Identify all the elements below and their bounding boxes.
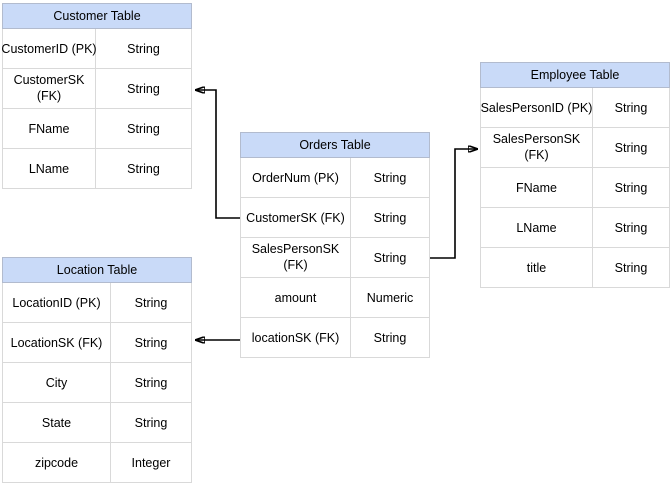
- field-name-cell: amount: [241, 278, 351, 318]
- field-name-cell: City: [3, 363, 111, 403]
- field-type-cell: String: [351, 158, 430, 198]
- field-type-cell: String: [351, 198, 430, 238]
- field-name-cell: LocationID (PK): [3, 283, 111, 323]
- field-type-cell: String: [96, 29, 192, 69]
- customer-table: Customer Table CustomerID (PK) String Cu…: [1, 3, 192, 189]
- field-name-cell: SalesPersonSK (FK): [241, 238, 351, 278]
- field-name-cell: LName: [481, 208, 593, 248]
- field-type-cell: String: [593, 208, 670, 248]
- orders-table: Orders Table OrderNum (PK) String Custom…: [240, 132, 430, 358]
- customer-table-title: Customer Table: [2, 3, 192, 29]
- field-type-cell: String: [351, 238, 430, 278]
- field-type-cell: String: [593, 128, 670, 168]
- connector-orders-to-employee: [430, 149, 478, 259]
- field-type-cell: String: [96, 109, 192, 149]
- field-type-cell: String: [351, 318, 430, 358]
- field-type-cell: String: [96, 69, 192, 109]
- location-table-title: Location Table: [2, 257, 192, 283]
- location-table: Location Table LocationID (PK) String Lo…: [2, 257, 192, 483]
- field-type-cell: Integer: [111, 443, 192, 483]
- employee-table: Employee Table SalesPersonID (PK) String…: [480, 62, 670, 288]
- field-name-cell: CustomerSK (FK): [241, 198, 351, 238]
- field-type-cell: String: [593, 168, 670, 208]
- field-name-cell: LocationSK (FK): [3, 323, 111, 363]
- orders-table-body: OrderNum (PK) String CustomerSK (FK) Str…: [240, 158, 430, 358]
- field-name-cell: SalesPersonSK (FK): [481, 128, 593, 168]
- field-name-cell: locationSK (FK): [241, 318, 351, 358]
- field-name-cell: title: [481, 248, 593, 288]
- location-table-body: LocationID (PK) String LocationSK (FK) S…: [2, 283, 192, 483]
- field-name-cell: SalesPersonID (PK): [481, 88, 593, 128]
- customer-table-body: CustomerID (PK) String CustomerSK (FK) S…: [1, 29, 192, 189]
- field-type-cell: String: [111, 363, 192, 403]
- field-type-cell: String: [111, 403, 192, 443]
- field-name-cell: FName: [3, 109, 96, 149]
- field-name-cell: State: [3, 403, 111, 443]
- field-name-cell: CustomerID (PK): [1, 29, 97, 69]
- connector-orders-to-customer: [195, 90, 240, 219]
- field-type-cell: String: [593, 88, 670, 128]
- field-name-cell: LName: [3, 149, 96, 189]
- employee-table-title: Employee Table: [480, 62, 670, 88]
- field-type-cell: Numeric: [351, 278, 430, 318]
- orders-table-title: Orders Table: [240, 132, 430, 158]
- field-type-cell: String: [96, 149, 192, 189]
- field-name-cell: OrderNum (PK): [241, 158, 351, 198]
- field-type-cell: String: [111, 283, 192, 323]
- field-type-cell: String: [111, 323, 192, 363]
- field-name-cell: FName: [481, 168, 593, 208]
- field-name-cell: zipcode: [3, 443, 111, 483]
- field-type-cell: String: [593, 248, 670, 288]
- field-name-cell: CustomerSK (FK): [3, 69, 96, 109]
- employee-table-body: SalesPersonID (PK) String SalesPersonSK …: [480, 88, 670, 288]
